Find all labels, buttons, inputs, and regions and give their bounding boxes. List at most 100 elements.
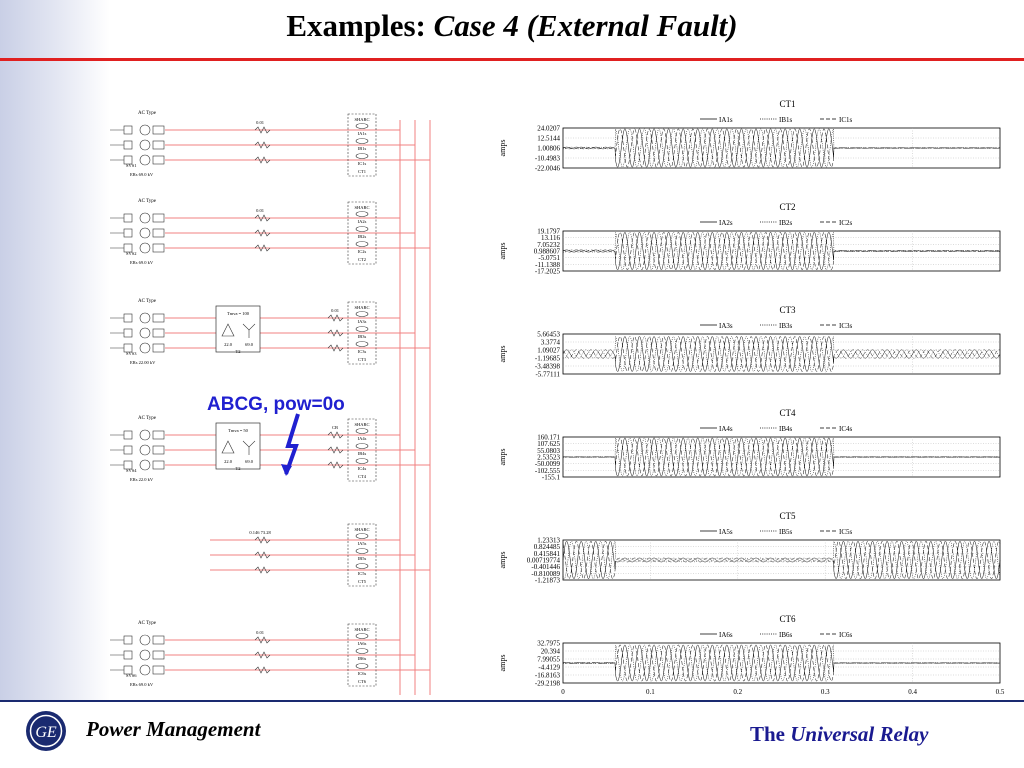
- block-header: AC Type: [138, 199, 157, 204]
- legend-label: IB2s: [779, 219, 793, 227]
- source-generator: [139, 634, 151, 646]
- legend-label: IB6s: [779, 631, 793, 639]
- legend-label: IC4s: [839, 425, 853, 433]
- meter-box: [347, 113, 377, 177]
- block-header: AC Type: [138, 299, 157, 304]
- xtick-label: 0.4: [908, 688, 917, 696]
- source-breaker: [152, 155, 165, 165]
- block-header: AC Type: [138, 416, 157, 421]
- slide-title: Examples: Case 4 (External Fault): [0, 8, 1024, 44]
- channel-label: IB2s: [358, 234, 367, 239]
- legend-label: IA3s: [719, 322, 733, 330]
- channel-label: IC1s: [358, 161, 367, 166]
- chart-title: CT2: [779, 202, 795, 212]
- svg-text:GE: GE: [35, 724, 57, 741]
- source-generator: [139, 139, 151, 151]
- meter-box: [347, 201, 377, 265]
- sensor-label: CT6: [358, 679, 367, 684]
- ct-coil: [355, 458, 369, 464]
- source-breaker: [152, 243, 165, 253]
- delta-winding: [221, 440, 235, 454]
- series-IA1s: [562, 128, 1000, 168]
- ytick-label: 160.171: [537, 434, 560, 442]
- source-breaker: [152, 313, 165, 323]
- source-breaker: [152, 445, 165, 455]
- legend-label: IB1s: [779, 116, 793, 124]
- meter-box: [347, 301, 377, 365]
- channel-label: IC4s: [358, 466, 367, 471]
- impedance: [254, 141, 271, 149]
- source-generator: [139, 212, 151, 224]
- source-resistor: [123, 213, 133, 223]
- ct-coil: [355, 443, 369, 449]
- xtick-label: 0.3: [821, 688, 830, 696]
- series-IA6s: [562, 644, 1000, 682]
- impedance: [254, 229, 271, 237]
- legend-label: IB5s: [779, 528, 793, 536]
- ytick-label: -4.4129: [538, 664, 560, 672]
- meter-label: SHARC: [354, 627, 369, 632]
- source-resistor: [123, 228, 133, 238]
- channel-label: IB5s: [358, 556, 367, 561]
- ytick-label: 19.1797: [537, 228, 560, 236]
- source-breaker: [152, 430, 165, 440]
- impedance: [254, 566, 271, 574]
- series-IC4s: [563, 437, 1000, 477]
- ytick-label: -17.2025: [535, 268, 561, 276]
- channel-label: IC2s: [358, 249, 367, 254]
- sensor-label: CT2: [358, 257, 366, 262]
- impedance: [254, 126, 271, 134]
- source-resistor: [123, 445, 133, 455]
- ct-coil: [355, 226, 369, 232]
- transformer-id: T2: [236, 349, 241, 354]
- ylabel: amps: [498, 449, 507, 466]
- series-IC2s: [562, 232, 1000, 270]
- source-generator: [139, 124, 151, 136]
- source-generator: [139, 327, 151, 339]
- ytick-label: 0.415841: [534, 550, 561, 558]
- impedance: [254, 156, 271, 164]
- legend-label: IC5s: [839, 528, 853, 536]
- block-header: AC Type: [138, 111, 157, 116]
- source-resistor: [123, 313, 133, 323]
- chart-title: CT5: [779, 511, 796, 521]
- meter-label: SHARC: [354, 305, 369, 310]
- source-breaker: [152, 228, 165, 238]
- source-label: SVS6: [126, 673, 137, 678]
- source-resistor: [123, 125, 133, 135]
- impedance-label: 0.146 73.28: [249, 530, 271, 535]
- ytick-label: -1.21873: [535, 577, 561, 585]
- ct-coil: [355, 548, 369, 554]
- source-breaker: [152, 140, 165, 150]
- source-resistor: [123, 328, 133, 338]
- channel-label: IA1s: [358, 131, 367, 136]
- series-IB5s: [562, 540, 1001, 580]
- channel-label: IB1s: [358, 146, 367, 151]
- series-IB1s: [563, 128, 1000, 168]
- ct-coil: [355, 633, 369, 639]
- footer-the: The: [750, 722, 791, 746]
- source-breaker: [152, 635, 165, 645]
- channel-label: IC6s: [358, 671, 367, 676]
- ytick-label: 1.09027: [537, 347, 560, 355]
- footer-power-management: Power Management: [86, 717, 261, 741]
- title-case: Case 4 (External Fault): [433, 8, 738, 43]
- ytick-label: -5.0751: [538, 254, 560, 262]
- ylabel: amps: [498, 243, 507, 260]
- ct-coil: [355, 341, 369, 347]
- ct-coil: [355, 563, 369, 569]
- series-IC1s: [562, 128, 1000, 168]
- channel-label: IA4s: [358, 436, 367, 441]
- meter-label: SHARC: [354, 117, 369, 122]
- source-breaker: [152, 665, 165, 675]
- ytick-label: 5.66453: [537, 331, 560, 339]
- legend-label: IA6s: [719, 631, 733, 639]
- source-resistor: [123, 140, 133, 150]
- impedance: [327, 329, 344, 337]
- ytick-label: 107.625: [537, 440, 560, 448]
- chart-title: CT3: [779, 305, 796, 315]
